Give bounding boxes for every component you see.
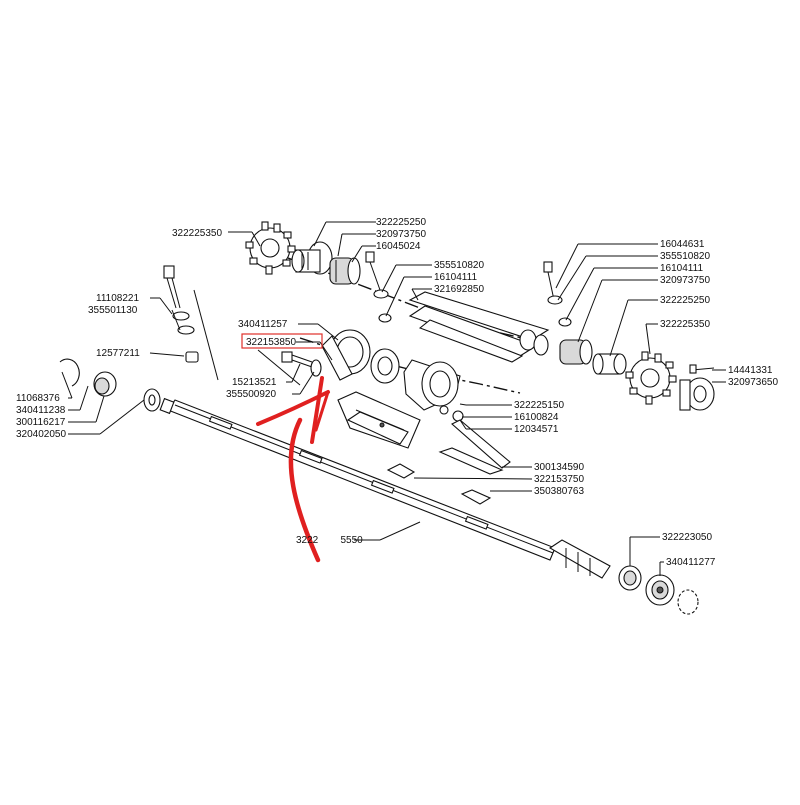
bearing-bushing-right	[592, 353, 627, 375]
label-350380763: 350380763	[534, 486, 584, 497]
label-320973750-top: 320973750	[376, 229, 426, 240]
bottom-bearing-group	[618, 565, 699, 615]
label-300134590: 300134590	[534, 462, 584, 473]
label-340411257-top: 340411257	[238, 319, 288, 330]
label-321692850: 321692850	[434, 284, 484, 295]
label-16044631: 16044631	[660, 239, 705, 250]
flange-right	[679, 364, 715, 411]
label-322225250-top: 322225250	[376, 217, 426, 228]
collar-top	[329, 257, 361, 285]
highlight-box	[241, 333, 323, 349]
label-15213521: 15213521	[232, 377, 277, 388]
guide-plate	[408, 291, 550, 363]
nut-12577211	[185, 351, 199, 363]
plate-300134590	[438, 419, 511, 475]
label-355510820-mid: 355510820	[434, 260, 484, 271]
label-300116217: 300116217	[16, 417, 66, 428]
label-16045024: 16045024	[376, 241, 421, 252]
label-322153750: 322153750	[534, 474, 584, 485]
label-320973750-right: 320973750	[660, 275, 710, 286]
bearing-housing-assembly	[321, 329, 461, 449]
label-320402050: 320402050	[16, 429, 66, 440]
label-322225350-top: 322225350	[172, 228, 222, 239]
small-fasteners	[439, 405, 464, 422]
label-14441331: 14441331	[728, 365, 773, 376]
bearing-bushing-top	[291, 241, 333, 275]
bolt-11108221	[163, 265, 195, 335]
label-340411238: 340411238	[16, 405, 66, 416]
label-320973650: 320973650	[728, 377, 778, 388]
label-12577211: 12577211	[96, 348, 140, 359]
keys	[386, 463, 492, 505]
pin-15213521	[281, 351, 322, 377]
label-322225550: 3222 5550	[296, 535, 363, 546]
label-322153850: 322153850	[246, 337, 296, 348]
label-16104111-mid: 16104111	[434, 272, 477, 283]
part-number-labels: 322225350 322225250 320973750 16045024 3…	[16, 217, 778, 568]
label-11108221: 11108221	[96, 293, 139, 304]
label-322223050: 322223050	[662, 532, 712, 543]
leader-lines	[61, 221, 726, 576]
collar-right	[559, 339, 593, 365]
label-12034571: 12034571	[514, 424, 559, 435]
label-340411277: 340411277	[666, 557, 716, 568]
main-shaft	[159, 397, 611, 579]
label-355501130: 355501130	[88, 305, 138, 316]
left-bearing-group	[59, 358, 161, 412]
label-16100824: 16100824	[514, 412, 559, 423]
sprocket-right	[625, 351, 677, 405]
label-322225350-right: 322225350	[660, 319, 710, 330]
sprocket-left	[245, 221, 296, 275]
label-322225250-right: 322225250	[660, 295, 710, 306]
label-322225150: 322225150	[514, 400, 564, 411]
label-11068376: 11068376	[16, 393, 60, 404]
label-16104111-right: 16104111	[660, 263, 703, 274]
red-pointer-arrow	[256, 376, 330, 563]
label-355500920: 355500920	[226, 389, 276, 400]
bolt-mid	[365, 251, 392, 323]
label-355510820-right: 355510820	[660, 251, 710, 262]
bolt-right	[543, 261, 572, 327]
